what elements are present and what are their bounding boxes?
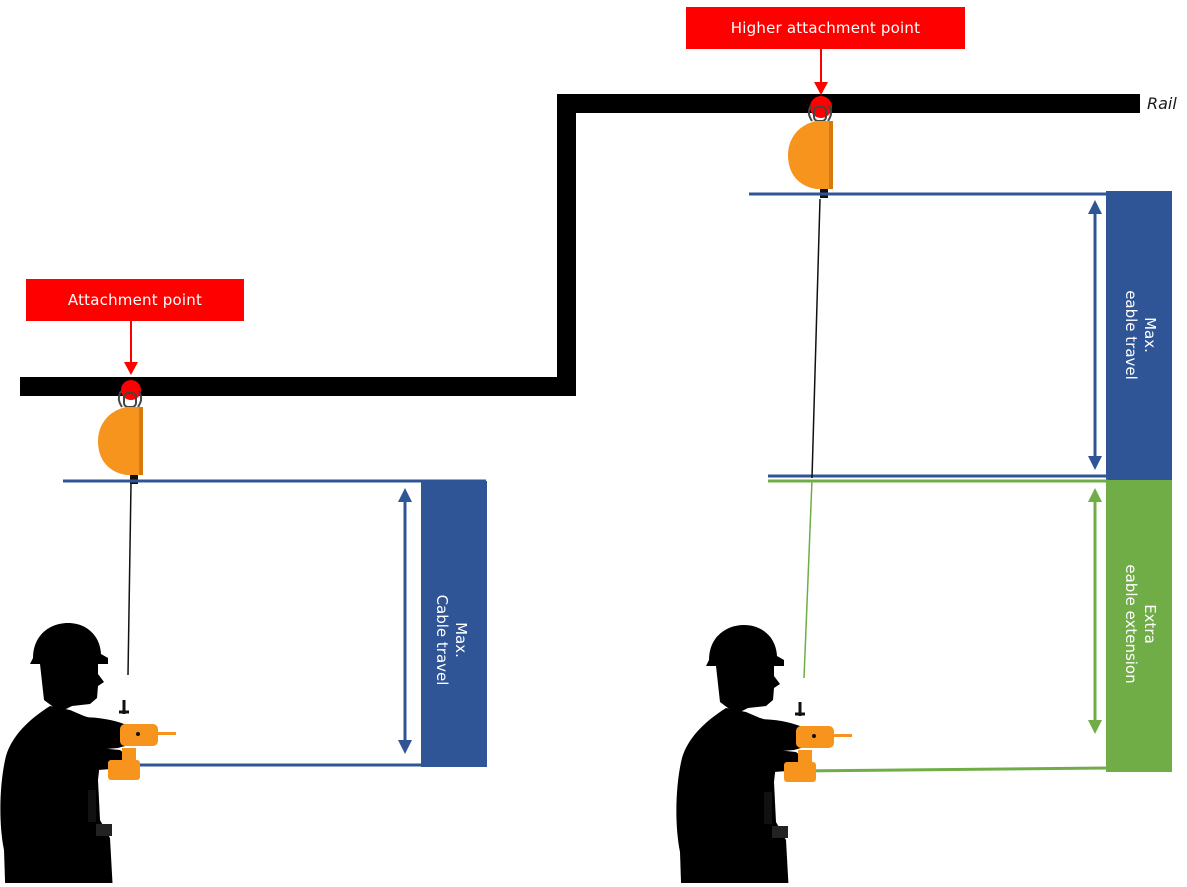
extra-cable-extension-panel (1106, 480, 1172, 772)
panel-label-line: Extra (1141, 604, 1159, 644)
panel-label-line: eable extension (1122, 564, 1140, 684)
cable-left (127, 483, 132, 676)
extra-extension-dimension (768, 479, 1109, 773)
callout-arrow-right (814, 49, 828, 95)
right-travel-dimension (749, 192, 1172, 478)
attachment-point-callout: Attachment point (26, 279, 244, 321)
panel-label-line: Cable travel (433, 594, 451, 686)
panel-label-line: Max. (1141, 317, 1159, 353)
worker-silhouette-icon (674, 623, 854, 887)
extra-cable-extension-label: Extra eable extension (1121, 564, 1159, 683)
max-cable-travel-label: Max. Cable travel (432, 595, 470, 686)
retractable-lifeline-icon (787, 104, 834, 199)
worker-silhouette-icon (0, 621, 178, 887)
cable-right-extension (803, 479, 813, 679)
callout-arrow-left (124, 321, 138, 375)
retractable-lifeline-icon (97, 390, 144, 485)
higher-attachment-point-callout: Higher attachment point (686, 7, 965, 49)
attachment-point-label: Attachment point (67, 291, 203, 309)
max-cable-travel-panel-right (1106, 191, 1172, 480)
higher-attachment-point-label: Higher attachment point (730, 19, 921, 37)
panel-label-line: Max. (452, 622, 470, 658)
cable-right-upper (811, 198, 821, 479)
max-cable-travel-panel (421, 481, 487, 767)
panel-label-line: eable travel (1122, 290, 1140, 380)
rail-label: Rail (1147, 94, 1177, 113)
max-cable-travel-label-right: Max. eable travel (1121, 290, 1159, 380)
rail (20, 94, 1140, 396)
